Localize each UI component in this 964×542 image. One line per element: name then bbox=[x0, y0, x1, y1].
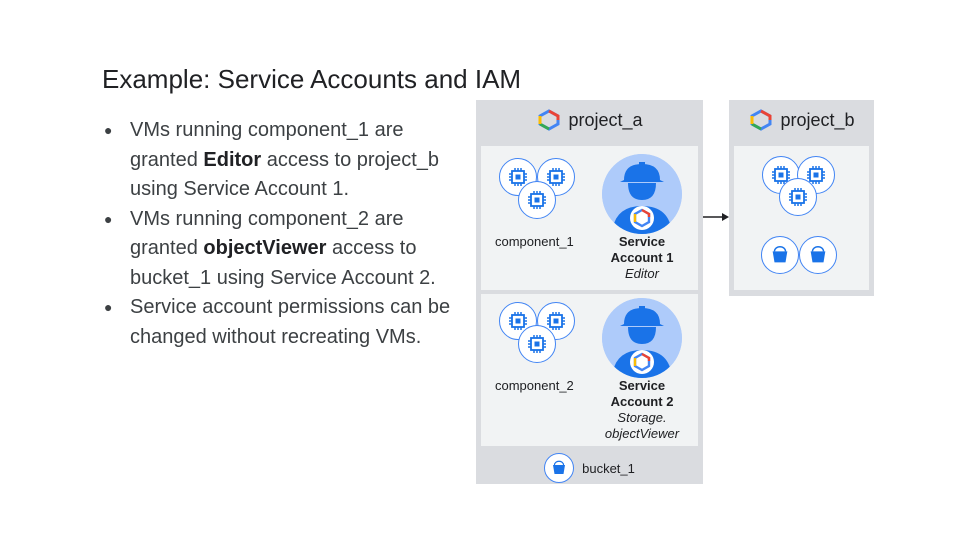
project-b-box: project_b bbox=[729, 100, 874, 296]
project-b-label: project_b bbox=[780, 109, 855, 130]
project-a-header: project_a bbox=[476, 109, 703, 131]
project-b-panel bbox=[734, 146, 869, 290]
gcp-logo-icon bbox=[538, 109, 560, 131]
project-a-label: project_a bbox=[568, 109, 643, 130]
bucket-1-label: bucket_1 bbox=[582, 460, 635, 476]
bullet-item: VMs running component_2 are granted obje… bbox=[104, 205, 474, 294]
project-b-header: project_b bbox=[729, 109, 874, 131]
slide-title: Example: Service Accounts and IAM bbox=[102, 64, 522, 94]
compute-engine-vm-icon bbox=[779, 178, 817, 216]
storage-bucket-icon bbox=[799, 236, 837, 274]
service-account-icon bbox=[602, 298, 682, 378]
bucket-1-row: bucket_1 bbox=[476, 453, 703, 483]
component-1-panel: component_1 Service Account 1 Editor bbox=[481, 146, 698, 290]
storage-bucket-icon bbox=[544, 453, 575, 483]
arrow-right-icon bbox=[703, 213, 729, 221]
component-2-panel: component_2 Service Account 2 Storage. o… bbox=[481, 294, 698, 446]
bullet-item: VMs running component_1 are granted Edit… bbox=[104, 116, 474, 205]
gcp-logo-icon bbox=[750, 109, 772, 131]
component-1-label: component_1 bbox=[495, 234, 574, 249]
bullet-item: Service account permissions can be chang… bbox=[104, 293, 474, 352]
compute-engine-vm-icon bbox=[518, 325, 556, 363]
service-account-2-label: Service Account 2 Storage. objectViewer bbox=[604, 378, 680, 441]
compute-engine-vm-icon bbox=[499, 158, 537, 196]
service-account-1-label: Service Account 1 Editor bbox=[610, 234, 674, 281]
service-account-icon bbox=[602, 154, 682, 234]
storage-bucket-icon bbox=[761, 236, 799, 274]
compute-engine-vm-icon bbox=[518, 181, 556, 219]
project-a-box: project_a component_1 Service Account 1 … bbox=[476, 100, 703, 484]
component-2-label: component_2 bbox=[495, 378, 574, 393]
bullet-list: VMs running component_1 are granted Edit… bbox=[104, 116, 474, 352]
